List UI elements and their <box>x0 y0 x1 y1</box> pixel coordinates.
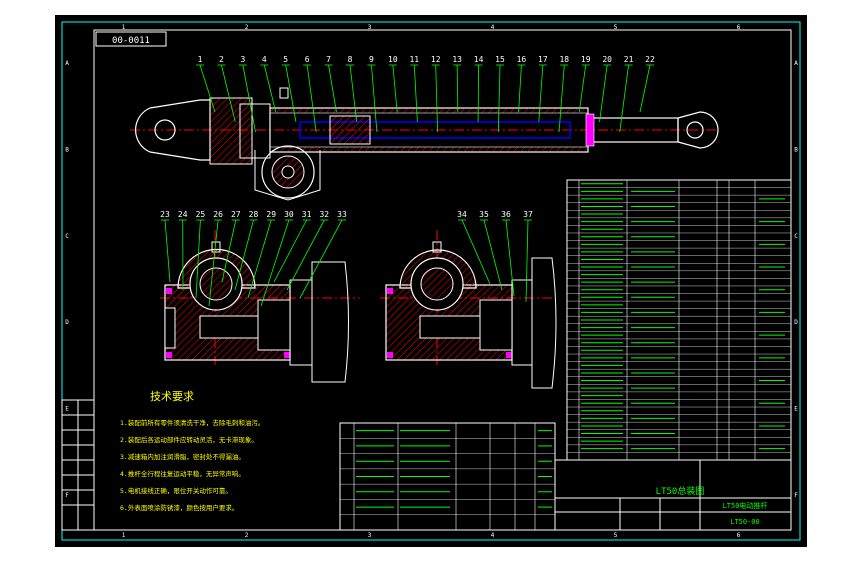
callout-number: 4 <box>262 55 267 64</box>
border-tick-top: 6 <box>737 24 741 31</box>
callout-number: 27 <box>231 210 241 219</box>
callout-number: 33 <box>337 210 347 219</box>
callout-number: 5 <box>283 55 288 64</box>
border-tick-right: F <box>794 492 798 499</box>
border-tick-right: B <box>794 147 798 154</box>
callout-number: 10 <box>388 55 398 64</box>
border-tick-right: D <box>794 319 798 326</box>
callout-number: 6 <box>305 55 310 64</box>
tech-line: 2.装配后各运动部件应转动灵活，无卡滞现象。 <box>120 435 258 444</box>
seal-left-3 <box>166 288 172 294</box>
callout-number: 37 <box>523 210 533 219</box>
gear-housing <box>210 98 252 164</box>
callout-number: 14 <box>474 55 484 64</box>
callout-number: 23 <box>160 210 170 219</box>
callout-number: 26 <box>213 210 223 219</box>
callout-number: 7 <box>326 55 331 64</box>
seal-right-3 <box>387 288 393 294</box>
callout-number: 19 <box>581 55 591 64</box>
callout-number: 12 <box>431 55 441 64</box>
callout-number: 2 <box>219 55 224 64</box>
border-tick-bottom: 3 <box>368 532 372 539</box>
tube-wall-top <box>270 108 588 113</box>
seal-left-1 <box>166 352 172 358</box>
tech-line: 6.外表面喷涂防锈漆，颜色按用户要求。 <box>120 503 238 512</box>
border-tick-top: 5 <box>614 24 618 31</box>
callout-number: 28 <box>249 210 259 219</box>
border-tick-bottom: 6 <box>737 532 741 539</box>
border-tick-left: F <box>65 492 69 499</box>
callout-number: 9 <box>369 55 374 64</box>
border-tick-left: D <box>65 319 69 326</box>
tech-line: 1.装配前所有零件须清洗干净，去除毛刺和油污。 <box>120 418 264 427</box>
coupling-right <box>480 300 512 350</box>
shaft-left <box>200 316 260 338</box>
border-tick-bottom: 1 <box>122 532 126 539</box>
callout-number: 13 <box>452 55 462 64</box>
screw-nut <box>330 116 370 144</box>
callout-number: 18 <box>559 55 569 64</box>
title-block-title: LT50总装图 <box>656 485 705 497</box>
border-tick-top: 4 <box>491 24 495 31</box>
rod-seal <box>586 114 594 146</box>
seal-right-1 <box>387 352 393 358</box>
title-block-drawing-number: LT50-00 <box>730 518 760 526</box>
border-tick-top: 3 <box>368 24 372 31</box>
bearing-left-1 <box>165 308 175 348</box>
callout-number: 22 <box>645 55 655 64</box>
coupling-left <box>258 300 290 350</box>
callout-number: 35 <box>479 210 489 219</box>
callout-number: 36 <box>501 210 511 219</box>
callout-number: 8 <box>348 55 353 64</box>
border-tick-bottom: 5 <box>614 532 618 539</box>
callout-number: 32 <box>319 210 329 219</box>
callout-number: 29 <box>266 210 276 219</box>
border-tick-right: C <box>794 233 798 240</box>
tube-wall-bottom <box>270 147 588 152</box>
shaft-right <box>420 316 482 338</box>
callout-number: 20 <box>602 55 612 64</box>
seal-left-2 <box>284 352 290 358</box>
callout-number: 1 <box>198 55 203 64</box>
tech-line: 5.电机接线正确，限位开关动作可靠。 <box>120 486 232 495</box>
border-tick-bottom: 4 <box>491 532 495 539</box>
callout-number: 21 <box>624 55 634 64</box>
callout-number: 16 <box>517 55 527 64</box>
tech-line: 4.推杆全行程往复运动平稳，无异常声响。 <box>120 469 245 478</box>
border-tick-top: 2 <box>245 24 249 31</box>
code-box-text: 00-0011 <box>112 36 150 46</box>
border-tick-right: E <box>794 406 798 413</box>
seal-right-2 <box>506 352 512 358</box>
border-tick-left: E <box>65 406 69 413</box>
title-block-company: LT50电动推杆 <box>723 501 768 510</box>
tech-title: 技术要求 <box>150 390 194 403</box>
border-tick-right: A <box>794 60 798 67</box>
callout-number: 11 <box>409 55 419 64</box>
callout-number: 30 <box>284 210 294 219</box>
callout-number: 31 <box>302 210 312 219</box>
callout-number: 25 <box>196 210 206 219</box>
border-tick-left: A <box>65 60 69 67</box>
border-tick-left: C <box>65 233 69 240</box>
callout-number: 34 <box>457 210 467 219</box>
callout-number: 3 <box>240 55 245 64</box>
callout-number: 15 <box>495 55 505 64</box>
callout-number: 24 <box>178 210 188 219</box>
tech-line: 3.减速箱内加注润滑脂，密封处不得漏油。 <box>120 452 245 461</box>
border-tick-bottom: 2 <box>245 532 249 539</box>
worm-wheel-core-left <box>200 268 232 300</box>
border-tick-top: 1 <box>122 24 126 31</box>
worm-wheel-core-right <box>421 268 453 300</box>
border-tick-left: B <box>65 147 69 154</box>
worm-gear-hub <box>282 166 294 178</box>
callout-number: 17 <box>538 55 548 64</box>
